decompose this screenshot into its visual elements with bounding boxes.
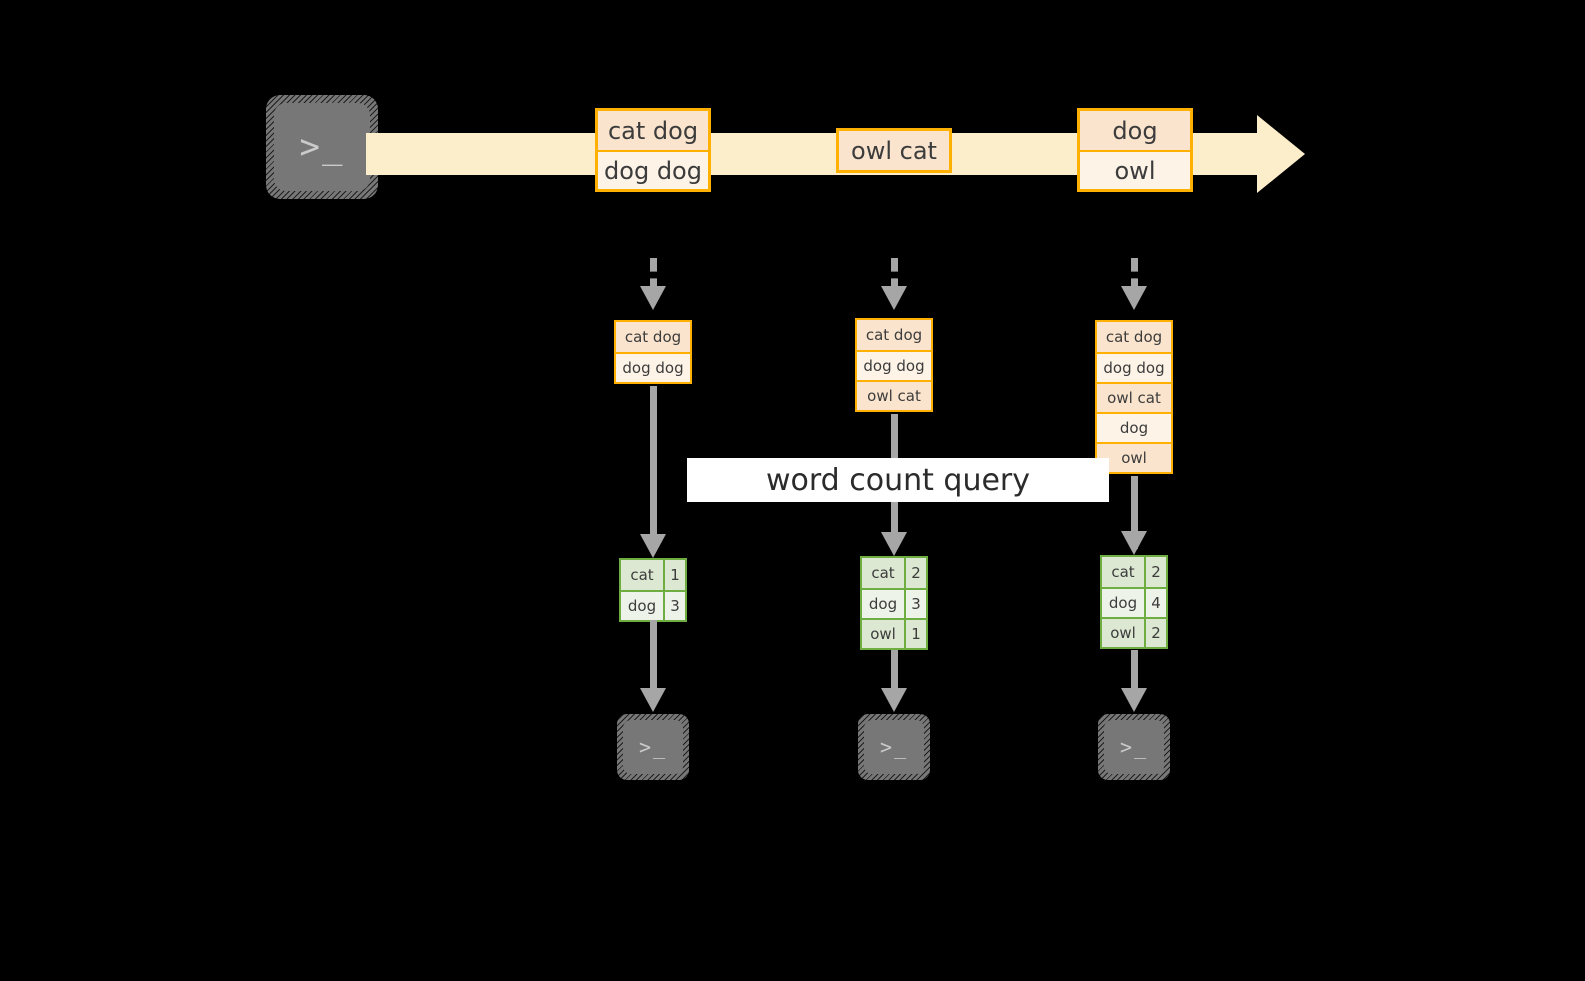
snapshot-input-table: cat dog dog dog owl cat dog owl — [1095, 320, 1173, 474]
input-row: owl — [1097, 442, 1171, 472]
stream-event-line: dog dog — [598, 150, 708, 189]
stream-event-box: cat dog dog dog — [595, 108, 711, 192]
result-word: cat — [621, 560, 665, 590]
input-row: owl cat — [1097, 382, 1171, 412]
result-word: dog — [621, 592, 665, 620]
result-row: cat 1 — [621, 560, 685, 590]
input-row: dog dog — [1097, 352, 1171, 382]
result-row: owl 1 — [862, 618, 926, 648]
stream-event-box: dog owl — [1077, 108, 1193, 192]
input-row: cat dog — [1097, 322, 1171, 352]
event-stream-arrowhead — [1257, 115, 1305, 193]
terminal-prompt-glyph: >_ — [879, 735, 909, 759]
source-terminal-icon: >_ — [266, 95, 378, 199]
terminal-screen — [1104, 720, 1164, 774]
stream-event-line: owl — [1080, 150, 1190, 189]
snapshot-input-table: cat dog dog dog — [614, 320, 692, 384]
result-count: 1 — [906, 620, 926, 648]
sink-connector — [1131, 650, 1138, 695]
result-word: dog — [1102, 589, 1146, 617]
input-row: cat dog — [857, 320, 931, 350]
terminal-prompt-glyph: >_ — [299, 127, 345, 167]
stream-tap-connector — [891, 258, 898, 292]
stream-event-line: dog — [1080, 111, 1190, 150]
sink-terminal-icon: >_ — [858, 714, 930, 780]
terminal-prompt-glyph: >_ — [1119, 735, 1149, 759]
result-count: 4 — [1146, 589, 1166, 617]
sink-connector-arrowhead — [881, 688, 907, 712]
stream-tap-arrowhead — [640, 286, 666, 310]
query-connector-arrowhead — [640, 534, 666, 558]
input-row: dog dog — [616, 352, 690, 382]
terminal-screen — [864, 720, 924, 774]
result-row: cat 2 — [862, 558, 926, 588]
sink-connector-arrowhead — [640, 688, 666, 712]
result-count: 3 — [665, 592, 685, 620]
sink-connector — [650, 620, 657, 695]
sink-connector-arrowhead — [1121, 688, 1147, 712]
stream-event-line: owl cat — [839, 131, 949, 170]
query-connector — [650, 386, 657, 551]
result-word: owl — [1102, 619, 1146, 647]
result-count: 2 — [1146, 557, 1166, 587]
snapshot-input-table: cat dog dog dog owl cat — [855, 318, 933, 412]
sink-connector — [891, 650, 898, 695]
input-row: owl cat — [857, 380, 931, 410]
result-word: owl — [862, 620, 906, 648]
result-row: cat 2 — [1102, 557, 1166, 587]
stream-event-box: owl cat — [836, 128, 952, 173]
result-count: 2 — [906, 558, 926, 588]
result-word: dog — [862, 590, 906, 618]
input-row: dog dog — [857, 350, 931, 380]
stream-tap-arrowhead — [1121, 286, 1147, 310]
result-word: cat — [1102, 557, 1146, 587]
query-banner-label: word count query — [765, 462, 1031, 498]
result-row: dog 3 — [621, 590, 685, 620]
query-connector — [1131, 476, 1138, 549]
result-row: owl 2 — [1102, 617, 1166, 647]
query-connector-arrowhead — [1121, 531, 1147, 555]
input-row: dog — [1097, 412, 1171, 442]
terminal-screen — [623, 720, 683, 774]
stream-tap-connector — [650, 258, 657, 292]
stream-tap-arrowhead — [881, 286, 907, 310]
input-row: cat dog — [616, 322, 690, 352]
sink-terminal-icon: >_ — [617, 714, 689, 780]
result-word: cat — [862, 558, 906, 588]
result-row: dog 3 — [862, 588, 926, 618]
result-row: dog 4 — [1102, 587, 1166, 617]
query-connector-arrowhead — [881, 532, 907, 556]
snapshot-result-table: cat 1 dog 3 — [619, 558, 687, 622]
result-count: 1 — [665, 560, 685, 590]
snapshot-result-table: cat 2 dog 3 owl 1 — [860, 556, 928, 650]
result-count: 2 — [1146, 619, 1166, 647]
sink-terminal-icon: >_ — [1098, 714, 1170, 780]
snapshot-result-table: cat 2 dog 4 owl 2 — [1100, 555, 1168, 649]
terminal-prompt-glyph: >_ — [638, 735, 668, 759]
query-banner: word count query — [687, 458, 1109, 502]
result-count: 3 — [906, 590, 926, 618]
terminal-screen — [274, 103, 370, 191]
stream-tap-connector — [1131, 258, 1138, 292]
stream-event-line: cat dog — [598, 111, 708, 150]
